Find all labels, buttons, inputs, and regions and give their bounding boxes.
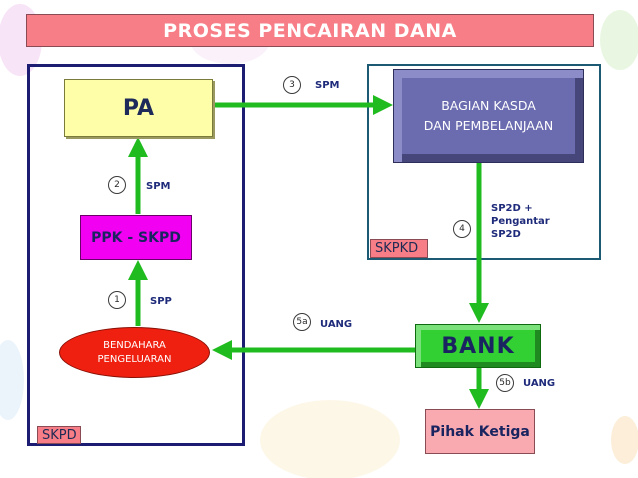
node-ppk-skpd: PPK - SKPD xyxy=(80,215,192,260)
step-3-label: SPM xyxy=(315,80,340,91)
node-bank: BANK xyxy=(415,324,541,368)
skpd-group-frame xyxy=(27,64,245,446)
step-4-label: SP2D + Pengantar SP2D xyxy=(491,202,550,241)
step-4-badge: 4 xyxy=(453,220,471,238)
skpkd-group-frame xyxy=(367,64,601,260)
node-bagian-kasda: BAGIAN KASDA DAN PEMBELANJAAN xyxy=(393,69,584,163)
step-1-badge: 1 xyxy=(108,291,126,309)
step-3-badge: 3 xyxy=(283,76,301,94)
page-title: PROSES PENCAIRAN DANA xyxy=(26,14,594,47)
step-4-label-line-3: SP2D xyxy=(491,229,521,240)
skpd-tag: SKPD xyxy=(37,426,81,444)
bendahara-line-1: BENDAHARA xyxy=(103,339,166,351)
bagian-line-1: BAGIAN KASDA xyxy=(441,98,536,113)
step-4-label-line-1: SP2D + xyxy=(491,203,533,214)
skpkd-tag: SKPKD xyxy=(370,239,428,258)
step-5a-label: UANG xyxy=(320,319,353,330)
step-2-label: SPM xyxy=(146,181,171,192)
node-pihak-ketiga: Pihak Ketiga xyxy=(425,409,535,454)
bendahara-line-2: PENGELUARAN xyxy=(97,353,172,365)
step-4-label-line-2: Pengantar xyxy=(491,216,550,227)
bagian-line-2: DAN PEMBELANJAAN xyxy=(423,118,554,133)
step-5a-badge: 5a xyxy=(293,313,311,331)
step-2-badge: 2 xyxy=(108,176,126,194)
step-1-label: SPP xyxy=(150,296,172,307)
step-5b-label: UANG xyxy=(523,378,556,389)
node-bendahara-pengeluaran: BENDAHARA PENGELUARAN xyxy=(59,327,210,378)
node-pa: PA xyxy=(64,79,213,137)
step-5b-badge: 5b xyxy=(496,374,514,392)
